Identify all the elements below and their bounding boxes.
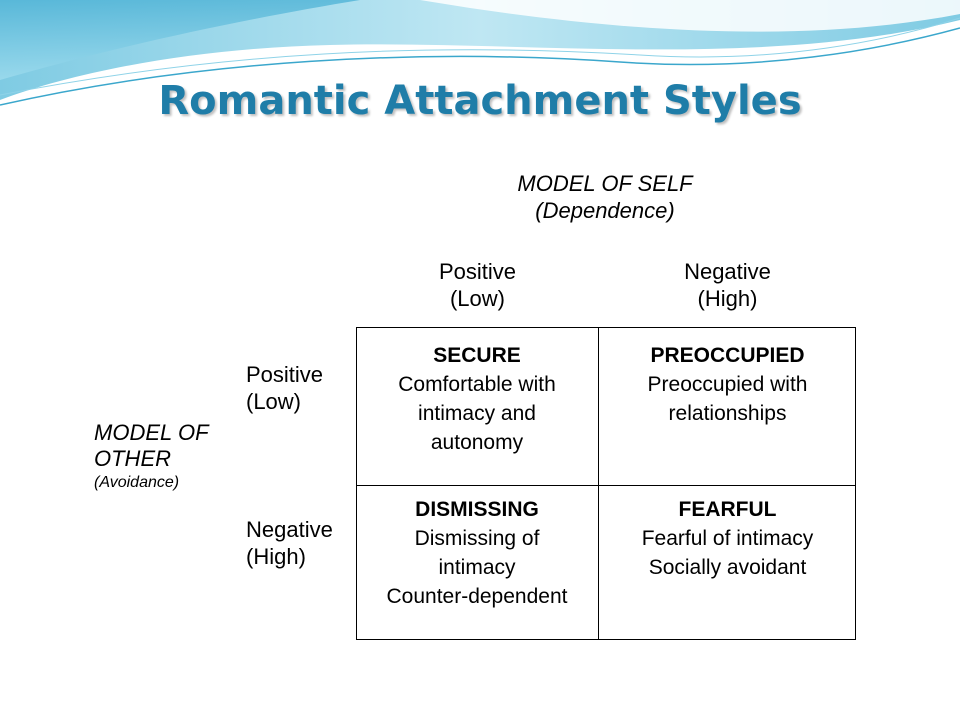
attachment-grid bbox=[356, 327, 856, 640]
cell-text: Dismissing of bbox=[414, 527, 540, 550]
cell-text: Fearful of intimacy bbox=[641, 527, 814, 550]
grid-vertical-divider bbox=[598, 327, 599, 640]
cell-text: Counter-dependent bbox=[386, 585, 568, 608]
column-header-line1: Positive bbox=[438, 259, 517, 284]
cell-text: relationships bbox=[668, 402, 787, 425]
cell-heading: DISMISSING bbox=[415, 498, 539, 521]
row-header-negative: Negative (High) bbox=[246, 516, 333, 570]
cell-preoccupied: PREOCCUPIED Preoccupied with relationshi… bbox=[599, 341, 856, 428]
slide-title: Romantic Attachment Styles bbox=[158, 78, 802, 124]
row-header-line1: Negative bbox=[246, 517, 333, 542]
row-header-line2: (High) bbox=[246, 544, 306, 569]
cell-fearful: FEARFUL Fearful of intimacy Socially avo… bbox=[599, 495, 856, 582]
model-of-self-line1: MODEL OF SELF bbox=[517, 171, 693, 196]
model-of-other-line2: OTHER bbox=[94, 446, 171, 471]
header-wave-decoration bbox=[0, 0, 960, 106]
row-header-line1: Positive bbox=[246, 362, 324, 387]
cell-text: intimacy and bbox=[418, 402, 536, 425]
column-header-line2: (Low) bbox=[449, 286, 505, 311]
column-header-positive: Positive (Low) bbox=[400, 258, 555, 312]
model-of-self-label: MODEL OF SELF (Dependence) bbox=[470, 170, 740, 224]
column-header-line2: (High) bbox=[697, 286, 758, 311]
cell-text: Socially avoidant bbox=[648, 556, 807, 579]
cell-heading: SECURE bbox=[433, 344, 521, 367]
cell-text: Comfortable with bbox=[398, 373, 556, 396]
model-of-other-line1: MODEL OF bbox=[94, 420, 209, 445]
column-header-line1: Negative bbox=[684, 259, 771, 284]
cell-text: intimacy bbox=[438, 556, 516, 579]
model-of-self-line2: (Dependence) bbox=[535, 198, 675, 223]
row-header-positive: Positive (Low) bbox=[246, 361, 323, 415]
model-of-other-label: MODEL OF OTHER (Avoidance) bbox=[94, 420, 209, 494]
column-header-negative: Negative (High) bbox=[650, 258, 805, 312]
cell-text: Preoccupied with bbox=[647, 373, 808, 396]
grid-horizontal-divider bbox=[356, 485, 856, 486]
cell-dismissing: DISMISSING Dismissing of intimacy Counte… bbox=[356, 495, 598, 611]
cell-secure: SECURE Comfortable with intimacy and aut… bbox=[356, 341, 598, 457]
cell-text: autonomy bbox=[430, 431, 524, 454]
model-of-other-line3: (Avoidance) bbox=[94, 474, 180, 491]
row-header-line2: (Low) bbox=[246, 389, 302, 414]
cell-heading: PREOCCUPIED bbox=[650, 344, 805, 367]
cell-heading: FEARFUL bbox=[678, 498, 777, 521]
